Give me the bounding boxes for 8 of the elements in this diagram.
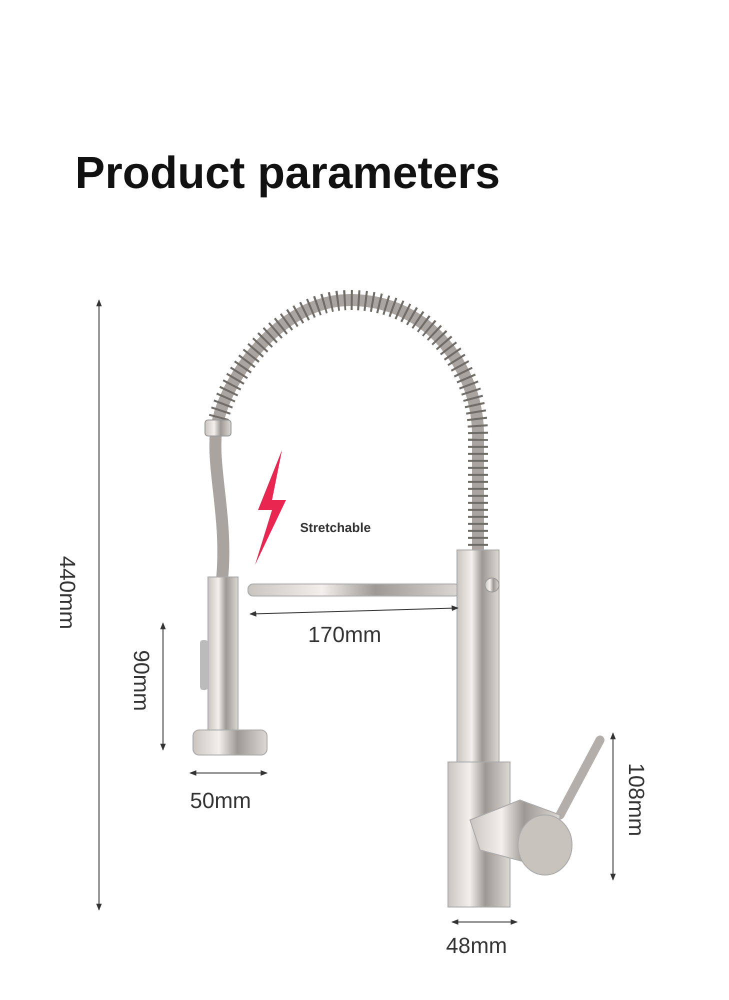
title: Product parameters <box>75 150 500 195</box>
dimension-label: 108mm <box>625 763 647 836</box>
dimension-label: 170mm <box>308 624 382 646</box>
dimension-label: 48mm <box>446 935 508 957</box>
dimension-label: 50mm <box>190 790 252 812</box>
dimension-label: 90mm <box>130 650 152 712</box>
dimension-label: 440mm <box>56 556 78 630</box>
callout-text: Stretchable <box>300 521 371 534</box>
